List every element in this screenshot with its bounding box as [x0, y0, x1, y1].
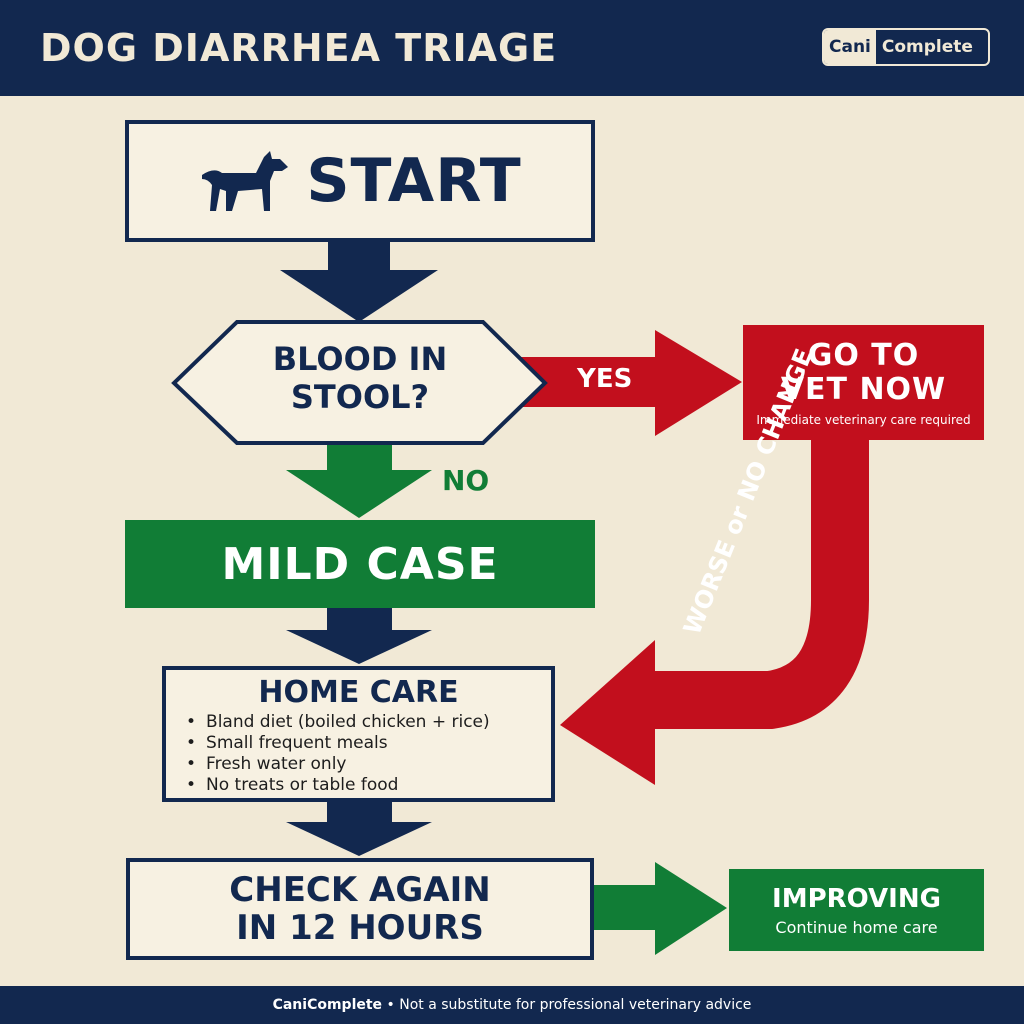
list-item: Small frequent meals — [180, 733, 537, 754]
footer-brand: CaniComplete — [272, 997, 383, 1013]
arrow-yes-to-vet — [507, 330, 742, 436]
brand-logo: Cani Complete — [822, 28, 990, 66]
footer-disclaimer: Not a substitute for professional veteri… — [399, 997, 752, 1013]
list-item: Bland diet (boiled chicken + rice) — [180, 712, 537, 733]
dog-icon — [202, 151, 289, 211]
arrow-no-to-mild — [286, 443, 432, 518]
arrow-start-to-question — [280, 242, 438, 322]
check-line-2: IN 12 HOURS — [236, 908, 484, 948]
home-care-title: HOME CARE — [258, 675, 459, 710]
arrow-check-to-improving — [594, 862, 727, 955]
list-item: No treats or table food — [180, 775, 537, 796]
mild-case-label: MILD CASE — [221, 538, 499, 590]
vet-title-line-1: GO TO — [807, 337, 920, 373]
vet-subtitle: Immediate veterinary care required — [756, 412, 971, 427]
arrow-mild-to-homecare — [286, 608, 432, 664]
start-label: START — [306, 146, 522, 216]
improving-node: IMPROVING Continue home care — [729, 869, 984, 951]
mild-case-node: MILD CASE — [125, 520, 595, 608]
start-node: START — [125, 120, 595, 242]
vet-title-line-2: VET NOW — [780, 371, 947, 407]
check-line-1: CHECK AGAIN — [229, 870, 491, 910]
arrow-worse-head — [560, 640, 655, 785]
home-care-list: Bland diet (boiled chicken + rice) Small… — [180, 712, 537, 796]
home-care-node: HOME CARE Bland diet (boiled chicken + r… — [162, 666, 555, 802]
list-item: Fresh water only — [180, 754, 537, 775]
decision-question: BLOOD IN STOOL? — [230, 340, 490, 430]
question-line-1: BLOOD IN — [272, 340, 448, 378]
improving-title: IMPROVING — [772, 883, 941, 914]
footer-text: CaniComplete • Not a substitute for prof… — [0, 986, 1024, 1024]
footer-bar — [0, 986, 1024, 1024]
no-label: NO — [442, 464, 490, 497]
check-again-node: CHECK AGAIN IN 12 HOURS — [126, 858, 594, 960]
arrow-homecare-to-check — [286, 802, 432, 856]
arrow-worse-to-homecare — [650, 440, 869, 729]
logo-part-cani: Cani — [824, 30, 876, 64]
improving-subtitle: Continue home care — [775, 917, 938, 937]
logo-part-complete: Complete — [875, 30, 979, 64]
yes-label: YES — [577, 364, 633, 394]
footer-separator: • — [386, 997, 395, 1013]
page-title: DOG DIARRHEA TRIAGE — [40, 26, 558, 70]
go-to-vet-node: GO TO VET NOW Immediate veterinary care … — [743, 325, 984, 440]
decision-shape — [171, 320, 548, 445]
question-line-2: STOOL? — [290, 378, 430, 416]
